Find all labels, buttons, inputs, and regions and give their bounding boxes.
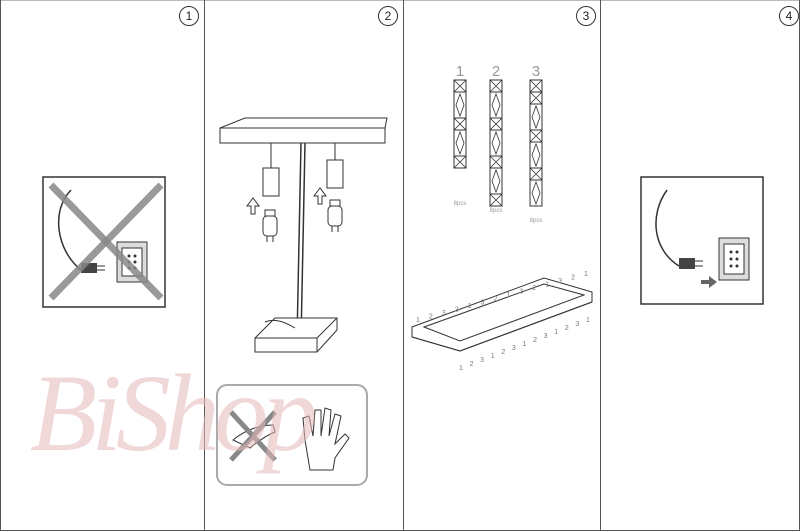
g9-bulb-icon [328, 200, 342, 232]
sorting-tray [412, 278, 592, 351]
tray-slot-number: 2 [429, 313, 433, 320]
bulb-group-number: 1 [456, 63, 464, 80]
tray-slot-number: 3 [481, 299, 485, 306]
arrow-up-icon [314, 188, 326, 204]
plug-in-illustration [601, 0, 800, 530]
tray-slot-number: 2 [494, 296, 498, 303]
tray-slot-number: 1 [416, 317, 420, 324]
tray-slot-number: 1 [545, 282, 549, 289]
tray-slot-number: 1 [459, 365, 463, 372]
tray-slot-number: 2 [501, 349, 505, 356]
tray-slot-number: 3 [512, 345, 516, 352]
watermark-logo: BiShop [30, 350, 312, 477]
tray-slot-number: 3 [544, 333, 548, 340]
lamp-top-bar [220, 118, 387, 128]
g9-bulb-icon [263, 210, 277, 242]
tray-slot-number: 3 [558, 278, 562, 285]
tray-slot-number: 2 [565, 325, 569, 332]
bulb-group-number: 3 [532, 63, 540, 80]
tray-slot-number: 3 [575, 321, 579, 328]
socket-right [327, 160, 343, 188]
bulb-group-count: 8pcs [490, 208, 503, 214]
tray-slot-number: 2 [470, 361, 474, 368]
tray-slot-number: 2 [571, 275, 575, 282]
arrow-up-icon [247, 198, 259, 214]
tray-slot-number: 1 [523, 341, 527, 348]
tray-slot-number: 2 [532, 285, 536, 292]
bulb-group-count: 8pcs [454, 201, 467, 207]
lamp-base [255, 318, 337, 352]
tray-slot-number: 1 [468, 303, 472, 310]
bulb-group-count: 8pcs [530, 218, 543, 224]
bulb-group-number: 2 [492, 63, 500, 80]
tray-slot-number: 1 [506, 292, 510, 299]
tray-slot-number: 3 [519, 289, 523, 296]
panel-step-4: 4 [601, 0, 800, 530]
lamp-pole [297, 143, 301, 340]
tray-slot-number: 2 [455, 306, 459, 313]
tray-slot-number: 1 [554, 329, 558, 336]
tray-slot-number: 1 [491, 353, 495, 360]
socket-left [263, 168, 279, 196]
tray-slot-number: 1 [586, 317, 590, 324]
tray-slot-number: 3 [442, 310, 446, 317]
tray-slot-number: 1 [584, 271, 588, 278]
tray-slot-number: 3 [480, 357, 484, 364]
plug-icon [679, 258, 695, 269]
tray-slot-number: 2 [533, 337, 537, 344]
